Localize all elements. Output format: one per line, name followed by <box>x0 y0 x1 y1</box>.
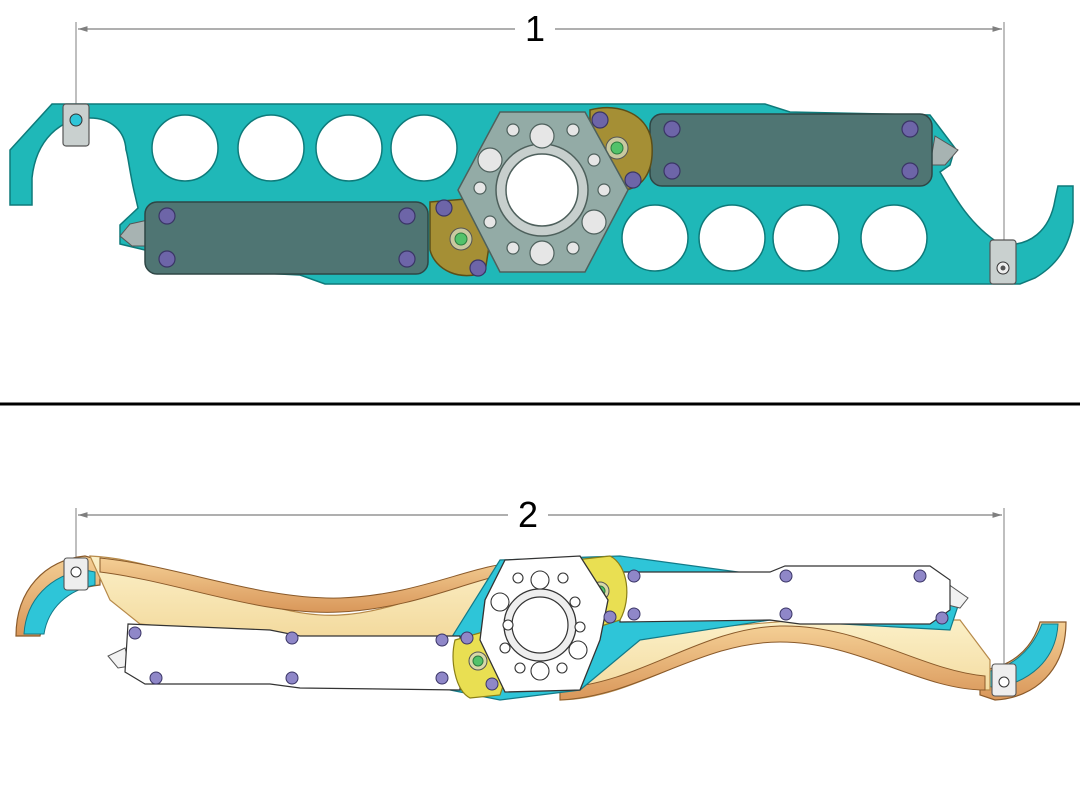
lower-bar-2 <box>107 623 461 691</box>
dimension-label-2: 2 <box>508 495 549 535</box>
dimension-label-1: 1 <box>515 9 556 49</box>
screws <box>158 111 919 277</box>
screw-icon <box>435 633 449 647</box>
screw-icon <box>663 162 681 180</box>
screw-icon <box>779 569 793 583</box>
screw-icon <box>460 631 474 645</box>
hole <box>772 204 840 272</box>
screw-icon <box>485 677 499 691</box>
screw-icon <box>149 671 163 685</box>
screw-icon <box>398 250 416 268</box>
screw-icon <box>285 671 299 685</box>
screw-icon <box>663 120 681 138</box>
screws-2 <box>128 569 949 691</box>
screw-icon <box>901 162 919 180</box>
screw-icon <box>779 607 793 621</box>
screw-icon <box>624 171 642 189</box>
end-block-right <box>989 239 1017 285</box>
screw-icon <box>285 631 299 645</box>
screw-icon <box>627 569 641 583</box>
screw-icon <box>398 207 416 225</box>
screw-icon <box>128 626 142 640</box>
hole <box>621 204 689 272</box>
screw-icon <box>935 611 949 625</box>
upper-bar-2 <box>619 565 969 625</box>
end-block-left <box>62 103 90 147</box>
hole <box>315 114 383 182</box>
view-2 <box>15 508 1067 701</box>
screw-icon <box>158 207 176 225</box>
hole <box>860 204 928 272</box>
screw-icon <box>435 199 453 217</box>
screw-icon <box>603 610 617 624</box>
screw-icon <box>158 250 176 268</box>
pivot-plate <box>457 111 629 273</box>
hole <box>698 204 766 272</box>
hole <box>151 114 219 182</box>
end-block-right-2 <box>991 663 1017 697</box>
upper-bar <box>649 113 959 187</box>
hole <box>237 114 305 182</box>
lightening-holes <box>151 114 928 272</box>
screw-icon <box>627 607 641 621</box>
screw-icon <box>913 569 927 583</box>
screw-icon <box>901 120 919 138</box>
screw-icon <box>469 259 487 277</box>
view-1 <box>9 22 1074 285</box>
screw-icon <box>591 111 609 129</box>
pivot-plate-2 <box>479 555 609 693</box>
end-block-left-2 <box>63 557 89 591</box>
hole <box>390 114 458 182</box>
lower-bar <box>119 201 429 275</box>
screw-icon <box>435 671 449 685</box>
